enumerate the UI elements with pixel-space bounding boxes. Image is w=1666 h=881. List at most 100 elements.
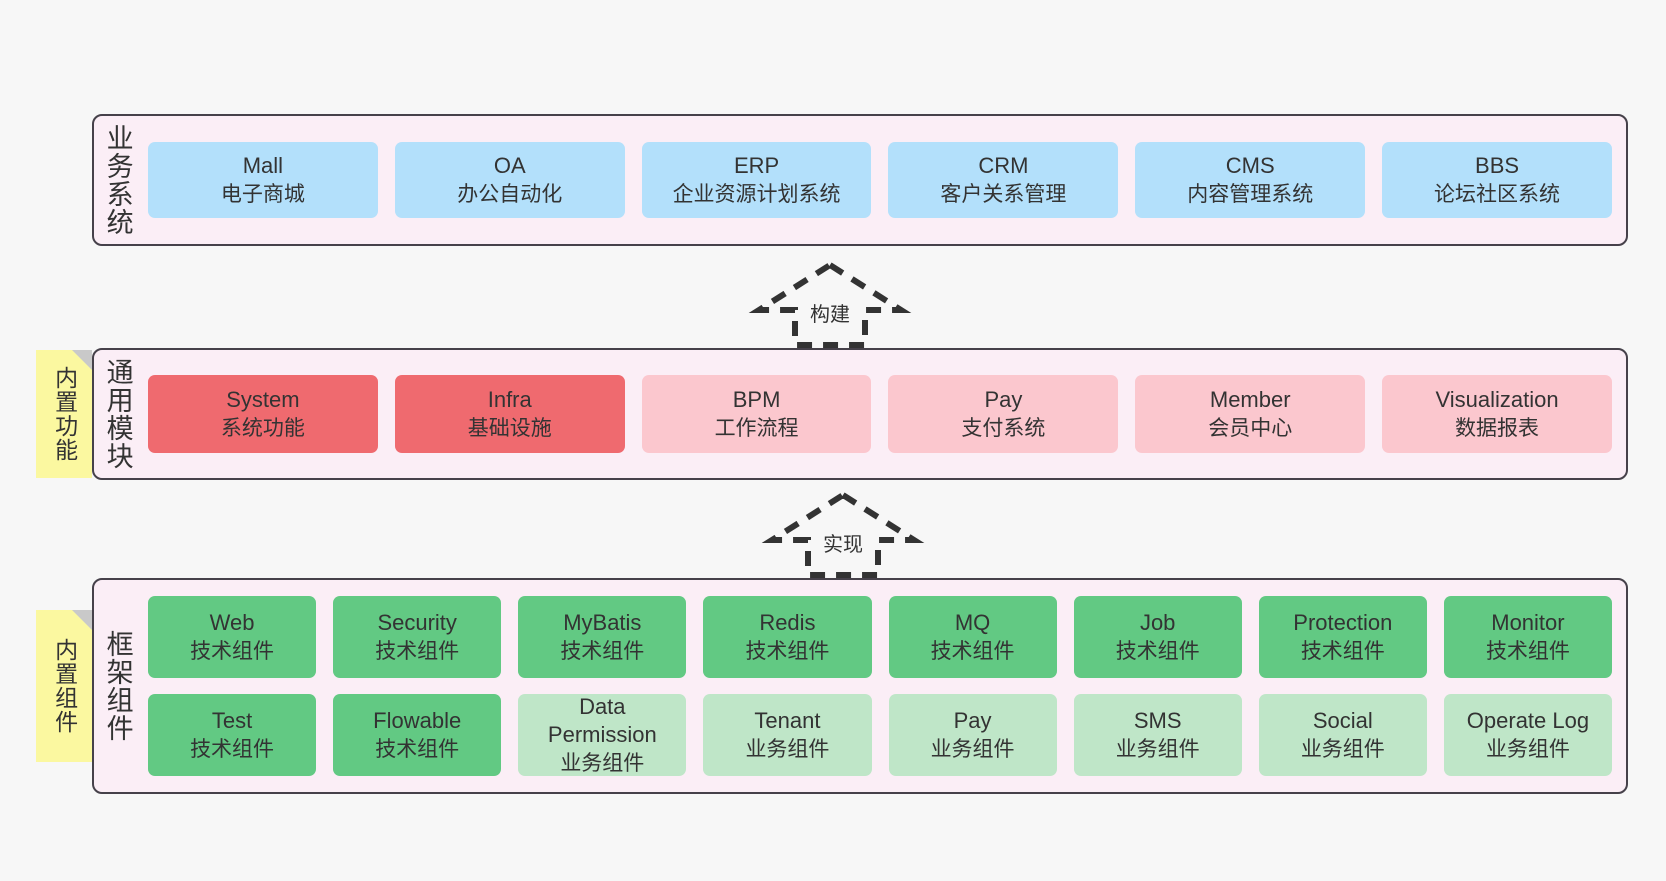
sticky-fold-corner-icon bbox=[72, 350, 92, 370]
card-bbs[interactable]: BBS 论坛社区系统 bbox=[1382, 142, 1612, 218]
card-title-cn: 业务组件 bbox=[560, 751, 645, 775]
card-title-cn: 技术组件 bbox=[560, 639, 645, 663]
card-social[interactable]: Social 业务组件 bbox=[1258, 694, 1427, 776]
card-title-cn: 会员中心 bbox=[1208, 416, 1293, 440]
sticky-note-builtin-components: 内置组件 bbox=[36, 610, 92, 762]
card-cms[interactable]: CMS 内容管理系统 bbox=[1135, 142, 1366, 218]
card-title-en: Redis bbox=[759, 610, 816, 636]
card-redis[interactable]: Redis 技术组件 bbox=[703, 596, 872, 678]
card-row: Web 技术组件 Security 技术组件 MyBatis 技术组件 Redi… bbox=[148, 596, 1612, 678]
card-title-en: Pay bbox=[953, 708, 992, 734]
card-title-cn: 业务组件 bbox=[930, 737, 1015, 761]
card-title-cn: 企业资源计划系统 bbox=[672, 182, 841, 206]
card-title-cn: 业务组件 bbox=[1300, 737, 1385, 761]
card-mall[interactable]: Mall 电子商城 bbox=[148, 142, 378, 218]
card-title-cn: 技术组件 bbox=[375, 737, 460, 761]
card-title-en: MyBatis bbox=[563, 610, 642, 636]
card-title-en: Flowable bbox=[373, 708, 462, 734]
card-title-cn: 电子商城 bbox=[220, 182, 305, 206]
card-mq[interactable]: MQ 技术组件 bbox=[888, 596, 1057, 678]
card-title-en: System bbox=[226, 387, 300, 413]
layer-common-modules: 通用模块 System 系统功能 Infra 基础设施 BPM 工作流程 Pay… bbox=[92, 348, 1628, 480]
card-title-en: BPM bbox=[732, 387, 781, 413]
card-infra[interactable]: Infra 基础设施 bbox=[394, 375, 625, 453]
card-title-cn: 技术组件 bbox=[930, 639, 1015, 663]
card-security[interactable]: Security 技术组件 bbox=[333, 596, 502, 678]
connector-label-build: 构建 bbox=[810, 304, 850, 326]
card-operate-log[interactable]: Operate Log 业务组件 bbox=[1443, 694, 1612, 776]
layer-title-common: 通用模块 bbox=[102, 358, 133, 470]
layer-framework-components: 框架组件 Web 技术组件 Security 技术组件 MyBatis 技术组件… bbox=[92, 578, 1628, 794]
card-title-en: Tenant bbox=[754, 708, 821, 734]
card-title-cn: 基础设施 bbox=[467, 416, 552, 440]
card-title-en: BBS bbox=[1475, 153, 1520, 179]
connector-build-arrow: 构建 bbox=[748, 261, 912, 348]
card-title-en: Mall bbox=[242, 153, 284, 179]
card-title-cn: 业务组件 bbox=[1115, 737, 1200, 761]
layer-business-systems: 业务系统 Mall 电子商城 OA 办公自动化 ERP 企业资源计划系统 CRM… bbox=[92, 114, 1628, 246]
sticky-fold-corner-icon bbox=[72, 610, 92, 630]
layer-body-common: System 系统功能 Infra 基础设施 BPM 工作流程 Pay 支付系统… bbox=[140, 350, 1626, 478]
card-title-cn: 业务组件 bbox=[1485, 737, 1570, 761]
card-crm[interactable]: CRM 客户关系管理 bbox=[888, 142, 1119, 218]
card-title-en: OA bbox=[493, 153, 526, 179]
card-bpm[interactable]: BPM 工作流程 bbox=[641, 375, 872, 453]
card-erp[interactable]: ERP 企业资源计划系统 bbox=[641, 142, 872, 218]
card-title-en: Protection bbox=[1293, 610, 1393, 636]
card-title-en: Web bbox=[209, 610, 255, 636]
card-title-en: CMS bbox=[1225, 153, 1275, 179]
card-title-cn: 工作流程 bbox=[714, 416, 799, 440]
card-data-permission[interactable]: Data Permission 业务组件 bbox=[518, 693, 687, 776]
card-oa[interactable]: OA 办公自动化 bbox=[394, 142, 625, 218]
layer-body-business: Mall 电子商城 OA 办公自动化 ERP 企业资源计划系统 CRM 客户关系… bbox=[140, 116, 1626, 244]
card-title-en: Infra bbox=[487, 387, 532, 413]
card-title-cn: 技术组件 bbox=[1485, 639, 1570, 663]
card-title-cn: 业务组件 bbox=[745, 737, 830, 761]
connector-implement-arrow: 实现 bbox=[761, 491, 925, 578]
card-title-en: MQ bbox=[954, 610, 991, 636]
card-title-cn: 技术组件 bbox=[190, 639, 275, 663]
card-test[interactable]: Test 技术组件 bbox=[148, 694, 317, 776]
sticky-note-label: 内置组件 bbox=[51, 638, 78, 734]
card-title-en: Security bbox=[377, 610, 457, 636]
card-title-en: Member bbox=[1209, 387, 1291, 413]
card-job[interactable]: Job 技术组件 bbox=[1073, 596, 1242, 678]
card-title-en: Data Permission bbox=[547, 693, 657, 748]
card-title-en: Social bbox=[1312, 708, 1373, 734]
card-pay-component[interactable]: Pay 业务组件 bbox=[888, 694, 1057, 776]
card-flowable[interactable]: Flowable 技术组件 bbox=[333, 694, 502, 776]
sticky-note-builtin-features: 内置功能 bbox=[36, 350, 92, 478]
card-title-en: Job bbox=[1139, 610, 1176, 636]
layer-title-business: 业务系统 bbox=[102, 124, 133, 236]
card-row: Mall 电子商城 OA 办公自动化 ERP 企业资源计划系统 CRM 客户关系… bbox=[148, 142, 1612, 218]
card-title-cn: 论坛社区系统 bbox=[1434, 182, 1561, 206]
card-title-cn: 数据报表 bbox=[1455, 416, 1540, 440]
card-title-en: SMS bbox=[1133, 708, 1182, 734]
card-title-en: Monitor bbox=[1491, 610, 1565, 636]
card-system[interactable]: System 系统功能 bbox=[148, 375, 378, 453]
card-title-cn: 系统功能 bbox=[220, 416, 305, 440]
card-title-cn: 支付系统 bbox=[961, 416, 1046, 440]
connector-label-implement: 实现 bbox=[823, 534, 863, 556]
card-pay[interactable]: Pay 支付系统 bbox=[888, 375, 1119, 453]
card-title-cn: 技术组件 bbox=[190, 737, 275, 761]
card-tenant[interactable]: Tenant 业务组件 bbox=[703, 694, 872, 776]
card-title-cn: 技术组件 bbox=[1115, 639, 1200, 663]
card-visualization[interactable]: Visualization 数据报表 bbox=[1382, 375, 1612, 453]
card-web[interactable]: Web 技术组件 bbox=[148, 596, 317, 678]
card-title-en: Visualization bbox=[1435, 387, 1559, 413]
card-row: System 系统功能 Infra 基础设施 BPM 工作流程 Pay 支付系统… bbox=[148, 375, 1612, 453]
card-sms[interactable]: SMS 业务组件 bbox=[1073, 694, 1242, 776]
card-title-en: Test bbox=[211, 708, 253, 734]
card-title-en: Operate Log bbox=[1466, 708, 1590, 734]
card-member[interactable]: Member 会员中心 bbox=[1135, 375, 1366, 453]
card-title-cn: 内容管理系统 bbox=[1187, 182, 1314, 206]
card-title-cn: 技术组件 bbox=[375, 639, 460, 663]
card-title-cn: 办公自动化 bbox=[457, 182, 563, 206]
card-protection[interactable]: Protection 技术组件 bbox=[1258, 596, 1427, 678]
layer-body-framework: Web 技术组件 Security 技术组件 MyBatis 技术组件 Redi… bbox=[140, 580, 1626, 792]
card-mybatis[interactable]: MyBatis 技术组件 bbox=[518, 596, 687, 678]
card-monitor[interactable]: Monitor 技术组件 bbox=[1443, 596, 1612, 678]
card-title-cn: 客户关系管理 bbox=[940, 182, 1067, 206]
